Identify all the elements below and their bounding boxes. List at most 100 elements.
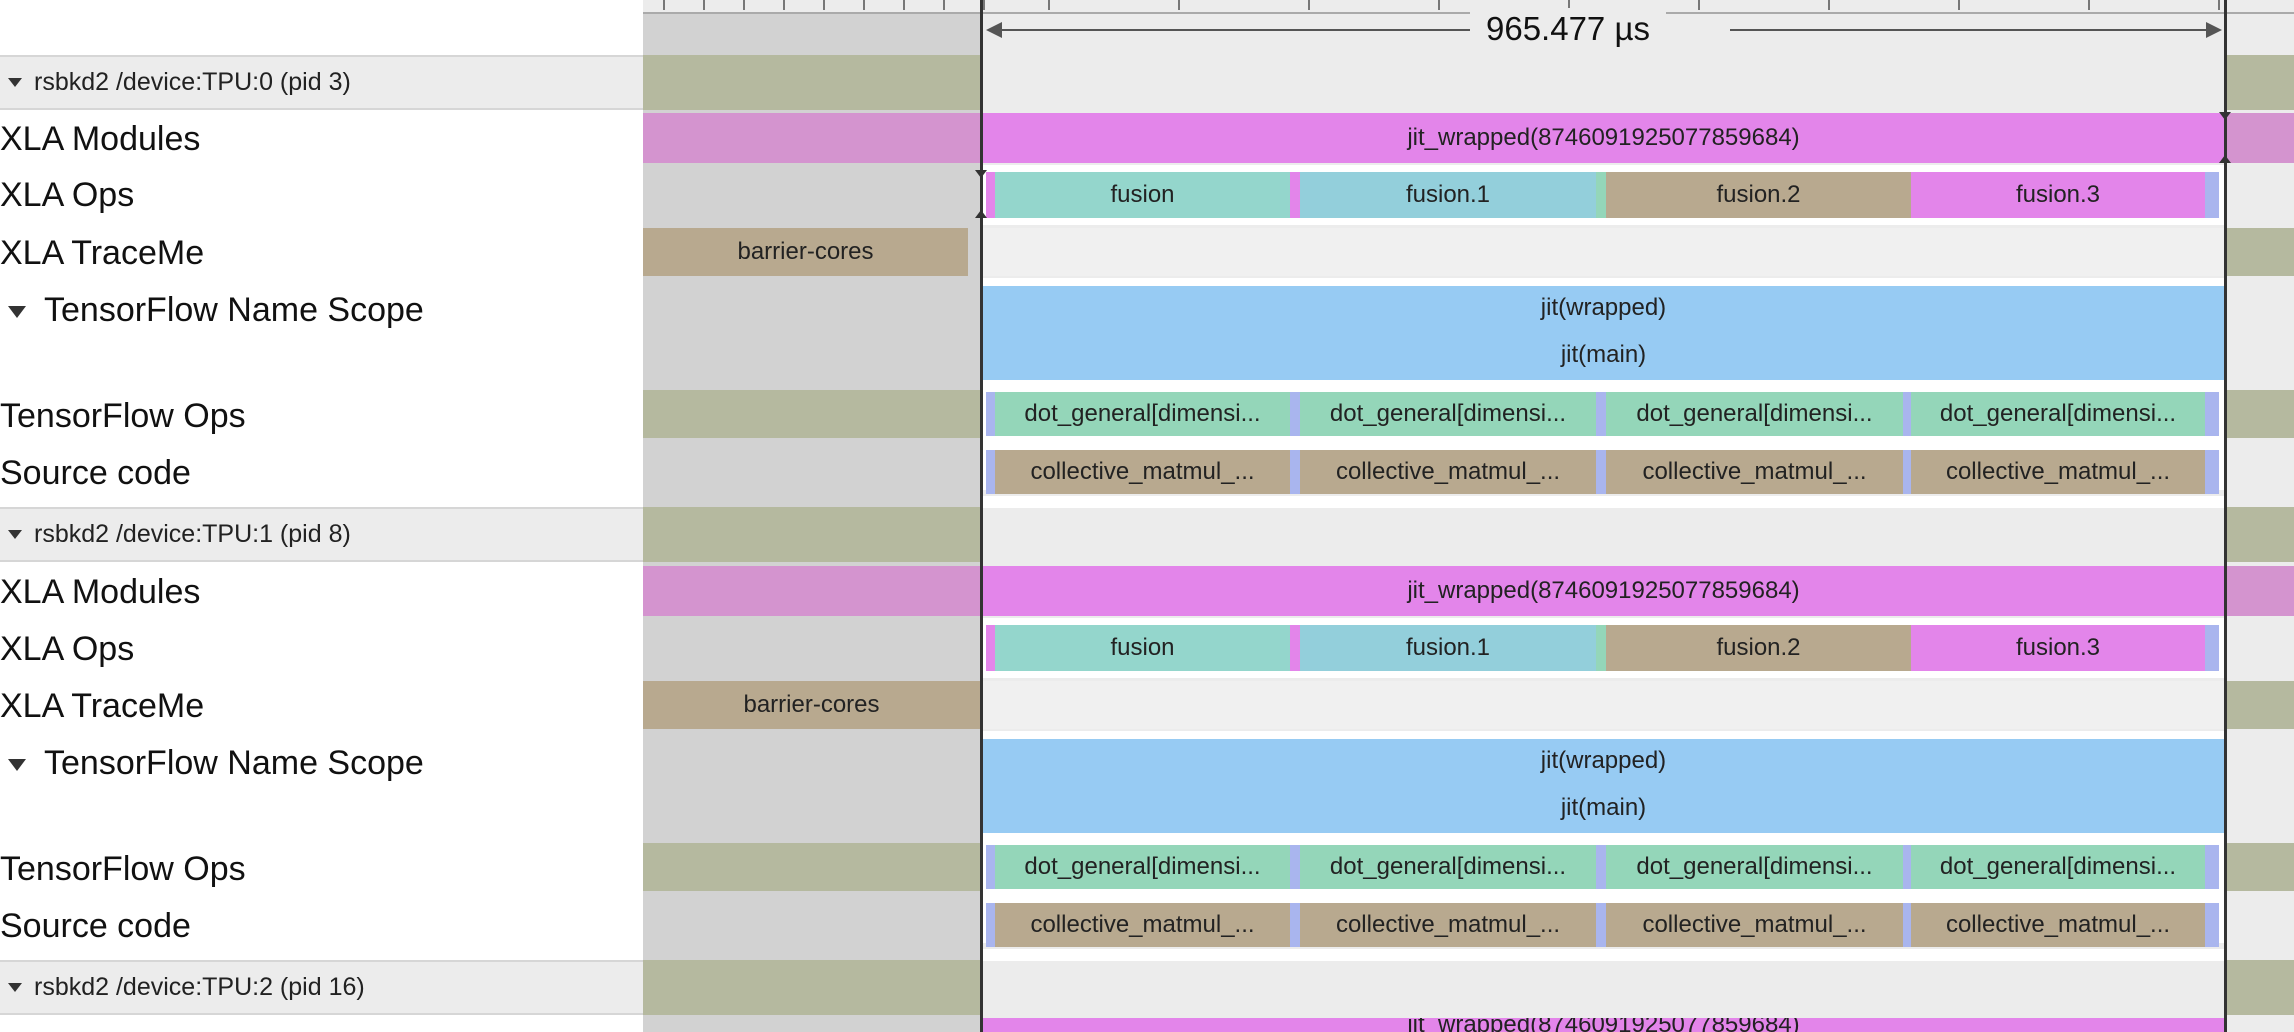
slice-fusion[interactable]: fusion	[995, 172, 1290, 218]
track-label-xla-modules: XLA Modules	[0, 120, 201, 158]
slice-op-tiny[interactable]	[1903, 903, 1911, 947]
slice-module-post[interactable]	[2224, 113, 2294, 163]
slice-collective-matmul[interactable]: collective_matmul_...	[1606, 903, 1903, 947]
tf-ops-band-right	[2224, 843, 2294, 891]
slice-op-tiny[interactable]	[1596, 845, 1606, 889]
selection-marker-right-icon	[2219, 155, 2231, 163]
slice-dot-general[interactable]: dot_general[dimensi...	[995, 845, 1290, 889]
slice-op-tiny[interactable]	[986, 392, 995, 436]
slice-dot-general[interactable]: dot_general[dimensi...	[1606, 392, 1903, 436]
slice-xla-module[interactable]: jit_wrapped(8746091925077859684)	[983, 113, 2224, 163]
slice-fusion[interactable]: fusion	[995, 625, 1290, 671]
slice-collective-matmul[interactable]: collective_matmul_...	[1300, 450, 1596, 494]
slice-scope-inner[interactable]: jit(main)	[983, 783, 2224, 833]
slice-collective-matmul[interactable]: collective_matmul_...	[1606, 450, 1903, 494]
slice-scope-inner[interactable]: jit(main)	[983, 330, 2224, 380]
slice-op-tiny[interactable]	[2205, 450, 2219, 494]
slice-op-tiny[interactable]	[1903, 392, 1911, 436]
slice-dot-general[interactable]: dot_general[dimensi...	[1911, 845, 2205, 889]
process-header-tpu2[interactable]: rsbkd2 /device:TPU:2 (pid 16)	[0, 960, 643, 1015]
slice-op-tiny[interactable]	[2205, 903, 2219, 947]
process-header-label: rsbkd2 /device:TPU:2 (pid 16)	[34, 973, 365, 1001]
slice-op-tiny[interactable]	[986, 450, 995, 494]
slice-op-tiny[interactable]	[986, 903, 995, 947]
slice-fusion-3[interactable]: fusion.3	[1911, 625, 2205, 671]
selection-range[interactable]	[980, 0, 2227, 1032]
slice-barrier-cores[interactable]: barrier-cores	[643, 681, 980, 729]
collapse-triangle-icon[interactable]	[8, 759, 26, 772]
slice-fusion-3[interactable]: fusion.3	[1911, 172, 2205, 218]
slice-collective-matmul[interactable]: collective_matmul_...	[1300, 903, 1596, 947]
slice-dot-general[interactable]: dot_general[dimensi...	[1606, 845, 1903, 889]
slice-op-tiny[interactable]	[986, 172, 995, 218]
time-ruler[interactable]	[643, 0, 2294, 14]
slice-op-tiny[interactable]	[1596, 172, 1606, 218]
track-row-xla-traceme	[983, 681, 2224, 729]
slice-op-tiny[interactable]	[1903, 845, 1911, 889]
slice-op-tiny[interactable]	[2205, 392, 2219, 436]
process-gap	[983, 949, 2224, 961]
slice-op-tiny[interactable]	[2205, 625, 2219, 671]
selection-marker-right-icon	[2219, 112, 2231, 120]
slice-op-tiny[interactable]	[1290, 392, 1300, 436]
slice-fusion-2[interactable]: fusion.2	[1606, 172, 1911, 218]
track-label-source-code: Source code	[0, 454, 191, 492]
slice-dot-general[interactable]: dot_general[dimensi...	[1300, 845, 1596, 889]
duration-arrow-left	[990, 29, 1470, 31]
slice-op-tiny[interactable]	[1290, 450, 1300, 494]
slice-dot-general[interactable]: dot_general[dimensi...	[1911, 392, 2205, 436]
slice-module-pre[interactable]	[643, 566, 983, 616]
slice-collective-matmul[interactable]: collective_matmul_...	[995, 450, 1290, 494]
slice-collective-matmul[interactable]: collective_matmul_...	[1911, 903, 2205, 947]
slice-module-post[interactable]	[2224, 566, 2294, 616]
tf-ops-band-left	[643, 843, 983, 891]
slice-fusion-2[interactable]: fusion.2	[1606, 625, 1911, 671]
track-label-xla-ops: XLA Ops	[0, 630, 135, 668]
slice-op-tiny[interactable]	[986, 845, 995, 889]
traceme-band-right	[2224, 681, 2294, 729]
arrowhead-left-icon	[986, 22, 1002, 38]
slice-collective-matmul[interactable]: collective_matmul_...	[1911, 450, 2205, 494]
collapse-triangle-icon[interactable]	[8, 983, 22, 992]
slice-op-tiny[interactable]	[1596, 392, 1606, 436]
slice-op-tiny[interactable]	[1596, 903, 1606, 947]
tf-ops-band-right	[2224, 390, 2294, 438]
process-band-tpu2-left	[643, 960, 983, 1015]
arrowhead-right-icon	[2206, 22, 2222, 38]
track-label-tf-name-scope[interactable]: TensorFlow Name Scope	[0, 291, 643, 336]
slice-op-tiny[interactable]	[2205, 845, 2219, 889]
track-label-xla-modules: XLA Modules	[0, 573, 201, 611]
process-header-label: rsbkd2 /device:TPU:0 (pid 3)	[34, 68, 351, 96]
slice-op-tiny[interactable]	[1596, 625, 1606, 671]
slice-op-tiny[interactable]	[1290, 172, 1300, 218]
slice-op-tiny[interactable]	[1290, 903, 1300, 947]
slice-collective-matmul[interactable]: collective_matmul_...	[995, 903, 1290, 947]
process-band-tpu1-right	[2224, 507, 2294, 562]
slice-dot-general[interactable]: dot_general[dimensi...	[1300, 392, 1596, 436]
collapse-triangle-icon[interactable]	[8, 306, 26, 319]
slice-scope-outer[interactable]: jit(wrapped)	[983, 739, 2224, 783]
slice-barrier-cores[interactable]: barrier-cores	[643, 228, 968, 276]
slice-op-tiny[interactable]	[1290, 625, 1300, 671]
slice-fusion-1[interactable]: fusion.1	[1300, 625, 1596, 671]
collapse-triangle-icon[interactable]	[8, 530, 22, 539]
process-header-tpu0[interactable]: rsbkd2 /device:TPU:0 (pid 3)	[0, 55, 643, 110]
slice-op-tiny[interactable]	[1596, 450, 1606, 494]
slice-scope-outer[interactable]: jit(wrapped)	[983, 286, 2224, 330]
slice-xla-module[interactable]: jit_wrapped(8746091925077859684)	[983, 566, 2224, 616]
process-bottom-gap	[0, 1017, 643, 1032]
slice-op-tiny[interactable]	[1290, 845, 1300, 889]
slice-op-tiny[interactable]	[2205, 172, 2219, 218]
slice-xla-module-partial[interactable]: jit_wrapped(8746091925077859684)	[983, 1018, 2224, 1032]
track-label-tf-name-scope[interactable]: TensorFlow Name Scope	[0, 744, 643, 789]
process-header-tpu1[interactable]: rsbkd2 /device:TPU:1 (pid 8)	[0, 507, 643, 562]
slice-op-tiny[interactable]	[986, 625, 995, 671]
process-gap	[983, 496, 2224, 508]
slice-op-tiny[interactable]	[1903, 450, 1911, 494]
slice-dot-general[interactable]: dot_general[dimensi...	[995, 392, 1290, 436]
slice-fusion-1[interactable]: fusion.1	[1300, 172, 1596, 218]
process-band-tpu2-right	[2224, 960, 2294, 1015]
process-band-tpu0-left	[643, 55, 983, 110]
collapse-triangle-icon[interactable]	[8, 78, 22, 87]
slice-module-pre[interactable]	[643, 113, 983, 163]
